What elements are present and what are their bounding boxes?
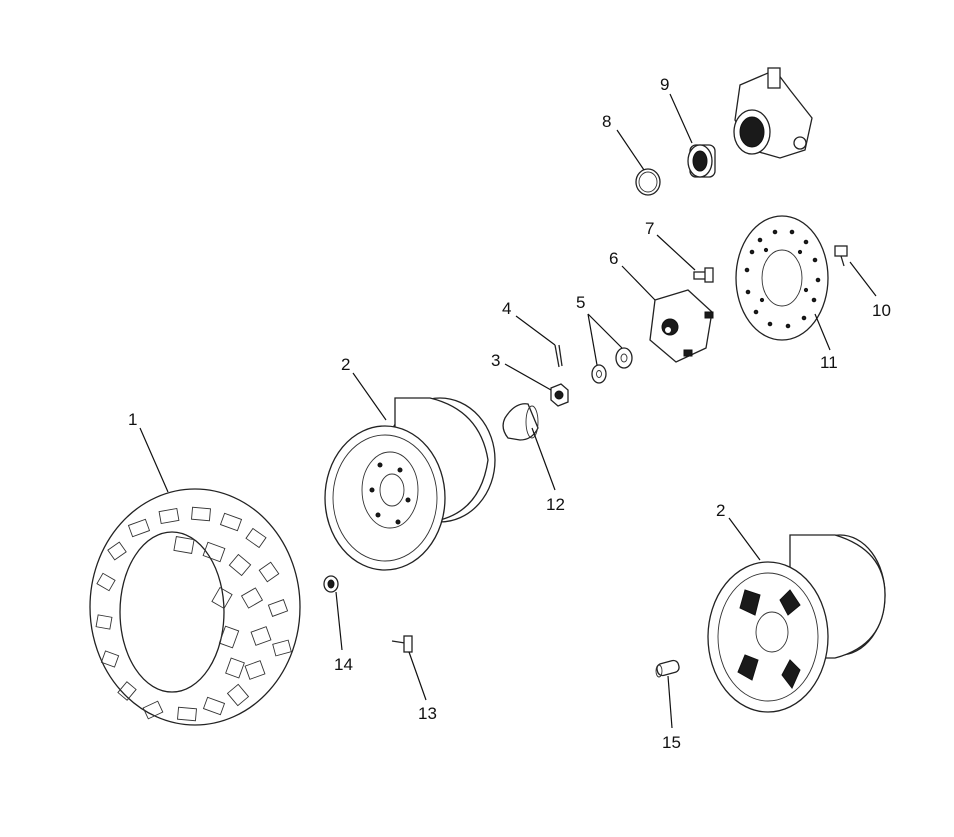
- callout-valve-cap: 15: [662, 733, 681, 752]
- valve-cap-part: [655, 659, 680, 678]
- callout-brake-disc: 11: [820, 353, 838, 372]
- callout-bearing: 9: [660, 75, 669, 94]
- wheel-front-part: [324, 397, 496, 571]
- callout-snap-ring: 8: [602, 112, 611, 131]
- tire-part: [89, 488, 301, 726]
- valve-stem-part: [391, 635, 413, 653]
- disc-bolt-part: [834, 245, 848, 267]
- callout-cotter-pin: 4: [502, 299, 511, 318]
- callout-hub-cap: 12: [546, 495, 565, 514]
- snap-ring-part: [635, 168, 661, 196]
- callout-nut: 3: [491, 351, 500, 370]
- washers-part: [591, 347, 633, 384]
- bearing-part: [687, 144, 716, 178]
- callout-labels: 1 2 2 3 4 5 6 7 8 9 10 11 12 13 14 15: [128, 75, 891, 752]
- callout-washers: 5: [576, 293, 585, 312]
- lug-nut-part: [323, 575, 339, 593]
- callout-hub-bolt: 7: [645, 219, 654, 238]
- knuckle-part: [733, 67, 813, 159]
- nut-part: [550, 383, 569, 407]
- callout-valve-stem: 13: [418, 704, 437, 723]
- callout-hub: 6: [609, 249, 618, 268]
- cotter-pin-part: [554, 344, 563, 368]
- hub-part: [649, 289, 714, 363]
- callout-tire: 1: [128, 410, 137, 429]
- hub-bolt-part: [693, 267, 714, 283]
- hub-cap-part: [502, 403, 539, 441]
- leader-lines: [139, 93, 877, 729]
- brake-disc-part: [735, 215, 829, 341]
- callout-wheel-front: 2: [341, 355, 350, 374]
- wheel-rear-part: [707, 534, 886, 713]
- callout-wheel-rear: 2: [716, 501, 725, 520]
- callout-disc-bolt: 10: [872, 301, 891, 320]
- callout-lug-nut: 14: [334, 655, 353, 674]
